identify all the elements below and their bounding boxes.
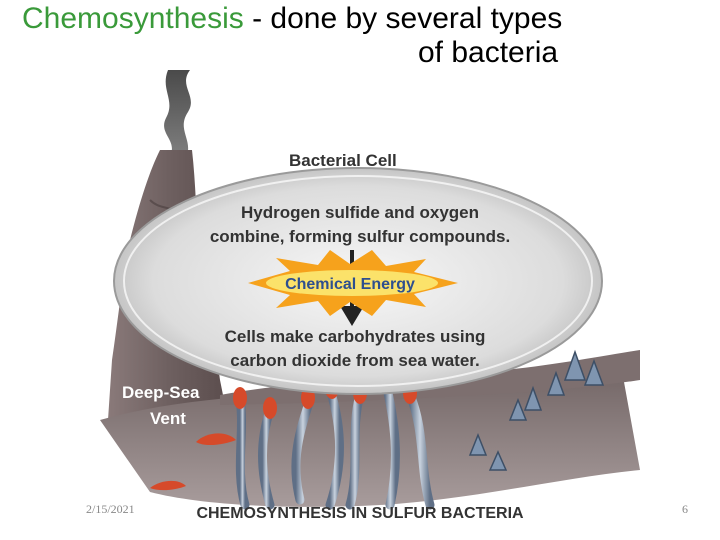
bottom-text-line-1: Cells make carbohydrates using: [225, 327, 486, 346]
title-line-1: Chemosynthesis - done by several types: [22, 2, 702, 36]
slide-date: 2/15/2021: [86, 502, 135, 516]
diagram-caption: CHEMOSYNTHESIS IN SULFUR BACTERIA: [196, 505, 524, 522]
energy-label: Chemical Energy: [285, 276, 415, 293]
title-line-2: of bacteria: [418, 36, 559, 69]
vent-smoke: [164, 70, 191, 158]
title-rest: - done by several types: [243, 2, 563, 35]
vent-label-line-2: Vent: [150, 409, 186, 428]
bottom-text-line-2: carbon dioxide from sea water.: [230, 351, 479, 370]
title-highlight: Chemosynthesis: [22, 2, 244, 35]
tube-worms: [235, 375, 435, 510]
slide-page-number: 6: [682, 502, 688, 516]
slide-title: Chemosynthesis - done by several types o…: [22, 2, 702, 70]
mussels: [468, 349, 605, 471]
top-text-line-1: Hydrogen sulfide and oxygen: [241, 203, 479, 222]
diagram-heading: Bacterial Cell: [289, 151, 397, 170]
energy-arrow-head: [340, 306, 364, 326]
vent-label-line-1: Deep-Sea: [122, 383, 200, 402]
top-text-line-2: combine, forming sulfur compounds.: [210, 227, 510, 246]
